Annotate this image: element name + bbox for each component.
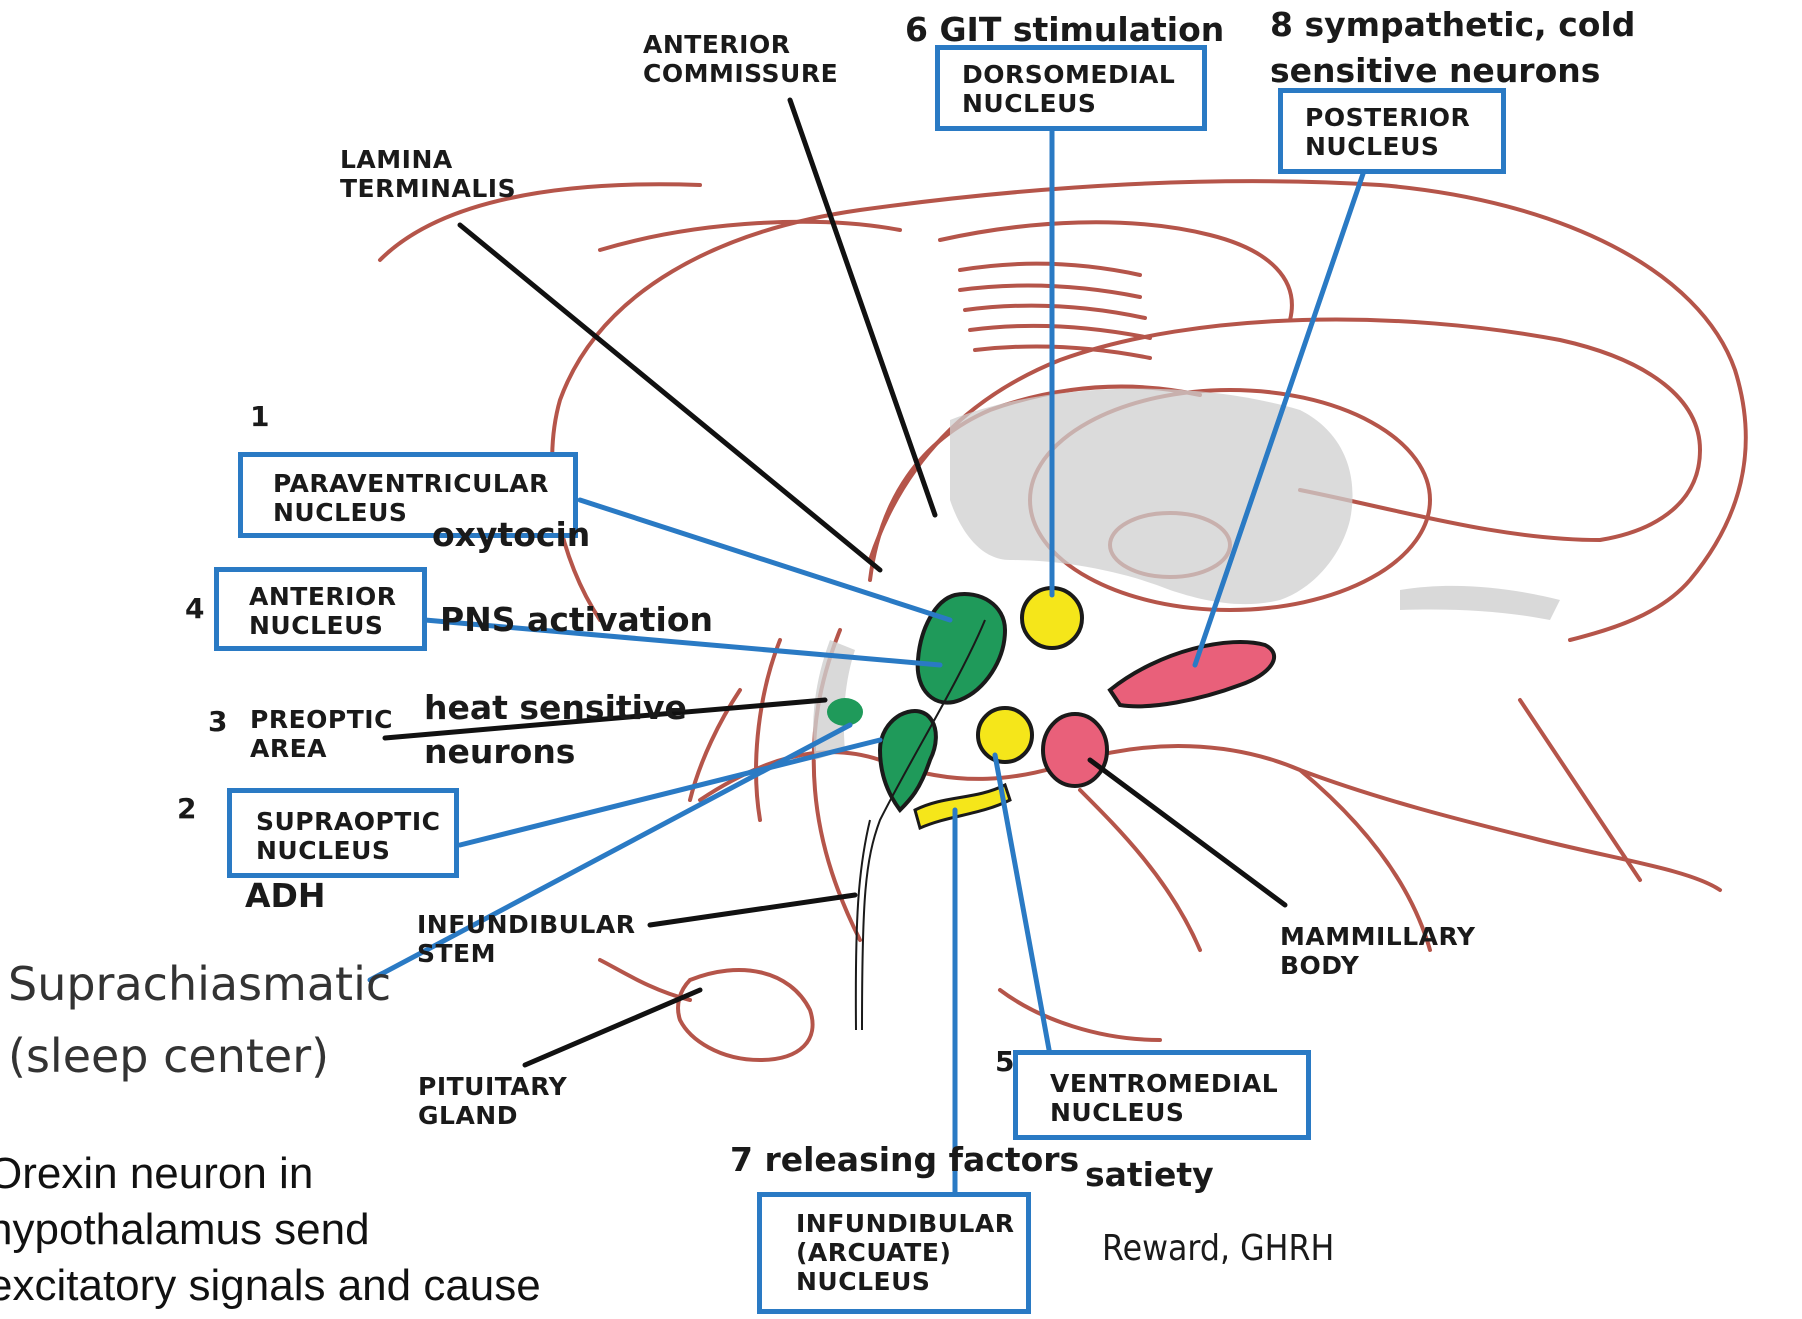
- suprachiasmatic-label: Suprachiasmatic (sleep center): [8, 948, 391, 1092]
- dorsomedial-nucleus-box: DORSOMEDIAL NUCLEUS: [935, 45, 1207, 131]
- dorsomedial-nucleus-label: DORSOMEDIAL NUCLEUS: [940, 50, 1202, 118]
- number-4: 4: [185, 592, 204, 625]
- anterior-nucleus-label: ANTERIOR NUCLEUS: [219, 572, 422, 640]
- leader-ventromedial: [995, 755, 1050, 1055]
- ventromedial-nucleus-box: VENTROMEDIAL NUCLEUS: [1013, 1050, 1311, 1140]
- supraoptic-nucleus-label: SUPRAOPTIC NUCLEUS: [232, 793, 454, 865]
- ventromedial-nucleus-yellow: [978, 708, 1032, 762]
- pituitary-gland-label: PITUITARY GLAND: [418, 1072, 567, 1130]
- preoptic-area-label: PREOPTIC AREA: [250, 705, 393, 763]
- adh-note: ADH: [245, 876, 326, 915]
- preoptic-area-green: [827, 698, 863, 726]
- releasing-factors-note: 7 releasing factors: [730, 1140, 1079, 1179]
- anterior-nucleus-box: ANTERIOR NUCLEUS: [214, 567, 427, 651]
- leader-anterior-commissure: [790, 100, 935, 515]
- posterior-nucleus-label: POSTERIOR NUCLEUS: [1283, 93, 1501, 161]
- arcuate-nucleus-yellow: [915, 785, 1010, 828]
- ventromedial-nucleus-label: VENTROMEDIAL NUCLEUS: [1018, 1055, 1306, 1127]
- git-stimulation-note: 6 GIT stimulation: [905, 10, 1224, 49]
- pituitary-outline: [678, 970, 813, 1060]
- reward-ghrh-note: Reward, GHRH: [1102, 1228, 1334, 1269]
- anterior-commissure-label: ANTERIOR COMMISSURE: [643, 30, 838, 88]
- posterior-nucleus-pink: [1110, 642, 1274, 706]
- orexin-text: Orexin neuron in hypothalamus send excit…: [0, 1146, 541, 1314]
- infundibular-arcuate-nucleus-label: INFUNDIBULAR (ARCUATE) NUCLEUS: [762, 1197, 1026, 1296]
- oxytocin-note: oxytocin: [432, 515, 590, 554]
- mammillary-body-label: MAMMILLARY BODY: [1280, 922, 1475, 980]
- sympathetic-note: 8 sympathetic, cold sensitive neurons: [1270, 2, 1635, 94]
- ventricle-shading: [950, 389, 1353, 605]
- supraoptic-nucleus-box: SUPRAOPTIC NUCLEUS: [227, 788, 459, 878]
- lamina-terminalis-label: LAMINA TERMINALIS: [340, 145, 516, 203]
- number-2: 2: [177, 792, 196, 825]
- leader-infundibular-stem: [650, 895, 855, 925]
- pns-activation-note: PNS activation: [440, 600, 713, 639]
- infundibular-arcuate-nucleus-box: INFUNDIBULAR (ARCUATE) NUCLEUS: [757, 1192, 1031, 1314]
- paraventricular-anterior-nucleus-green: [918, 594, 1005, 703]
- number-3: 3: [208, 705, 227, 738]
- heat-sensitive-note: heat sensitive neurons: [424, 686, 687, 774]
- mammillary-body-pink: [1043, 714, 1107, 786]
- number-1: 1: [250, 400, 269, 433]
- infundibular-stem-label: INFUNDIBULAR STEM: [417, 910, 635, 968]
- posterior-nucleus-box: POSTERIOR NUCLEUS: [1278, 88, 1506, 174]
- satiety-note: satiety: [1085, 1155, 1214, 1194]
- supraoptic-nucleus-green: [880, 711, 936, 810]
- leader-pituitary-gland: [525, 990, 700, 1065]
- number-5: 5: [995, 1045, 1014, 1078]
